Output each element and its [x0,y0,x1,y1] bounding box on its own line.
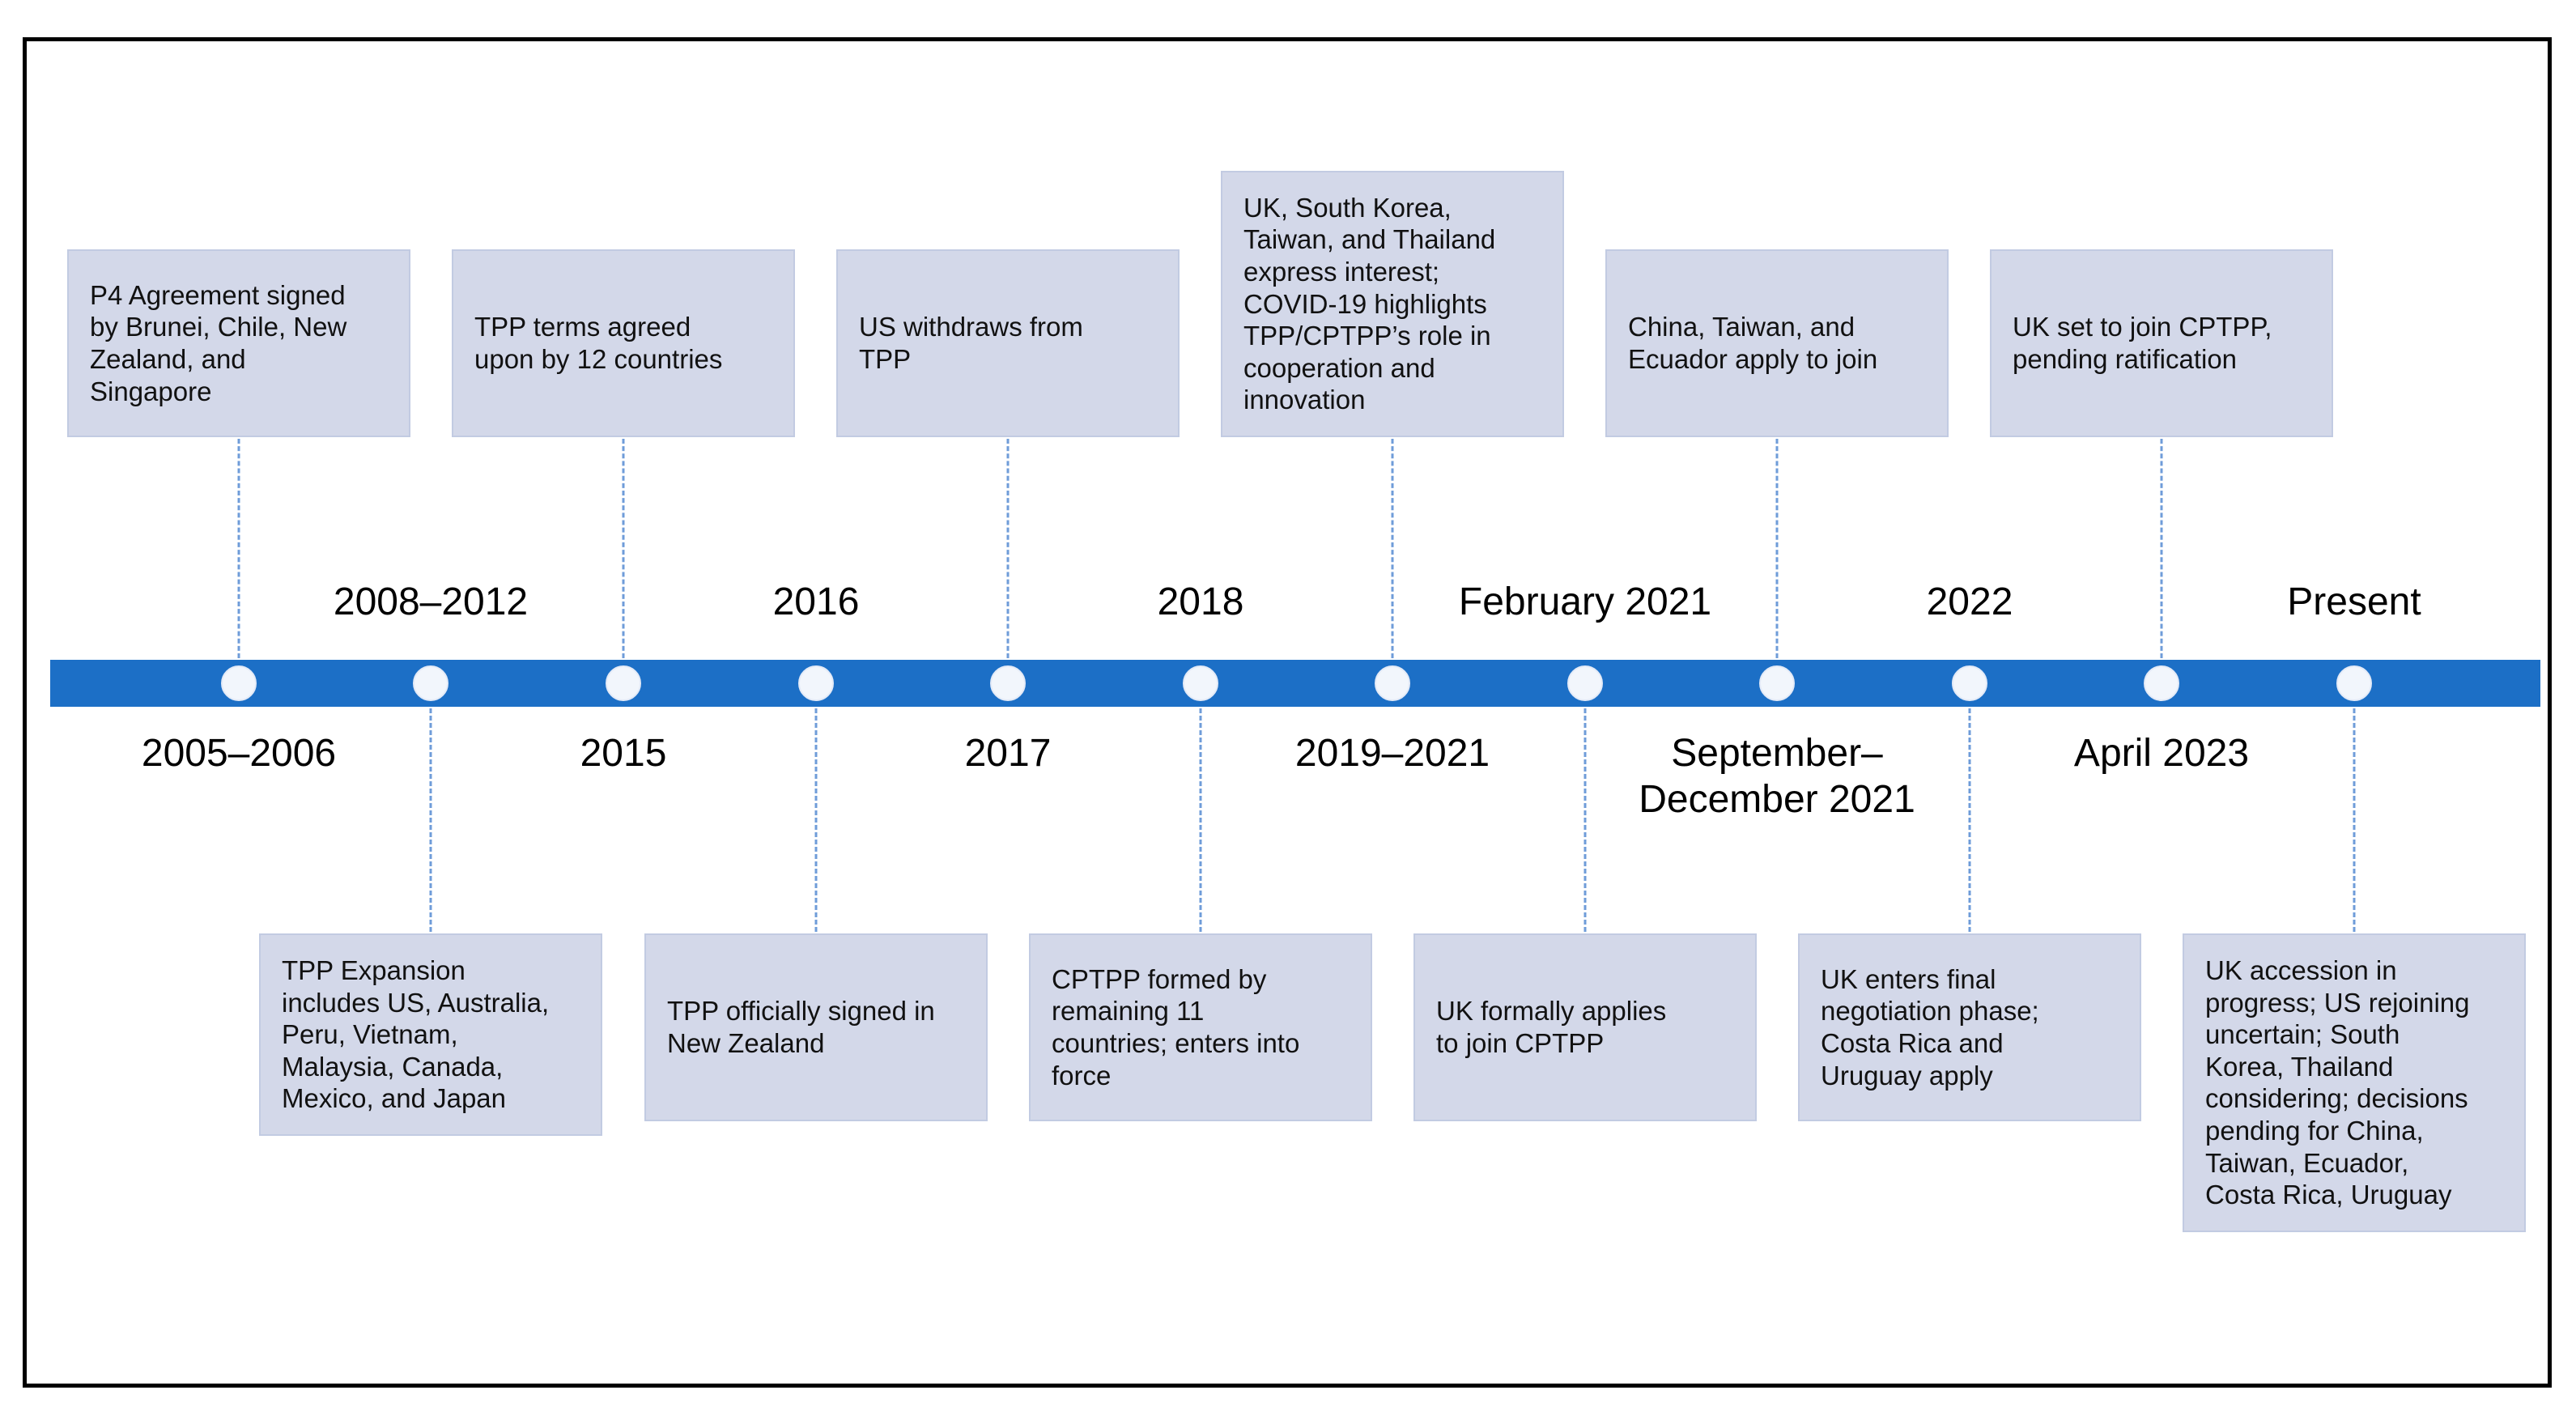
date-label: 2017 [964,732,1052,775]
date-label: 2016 [772,580,860,623]
connector-line [1006,439,1010,658]
timeline-dot [1952,665,1987,701]
date-label: April 2023 [2073,732,2250,775]
connector-line [237,439,240,658]
date-label: 2022 [1926,580,2013,623]
connector-line [429,708,432,932]
connector-line [814,708,818,932]
event-box: UK, South Korea, Taiwan, and Thailand ex… [1221,170,1564,437]
timeline-dot [1375,665,1410,701]
timeline-dot [413,665,448,701]
timeline-dot [1567,665,1603,701]
connector-line [1968,708,1971,932]
connector-line [1199,708,1202,932]
event-box: China, Taiwan, and Ecuador apply to join [1605,249,1949,437]
connector-line [622,439,625,658]
connector-line [2353,708,2356,932]
timeline-dot [221,665,257,701]
date-label: Present [2287,580,2421,623]
event-box: UK formally applies to join CPTPP [1413,933,1757,1121]
timeline-dot [2144,665,2179,701]
event-box: US withdraws from TPP [836,249,1180,437]
event-box: P4 Agreement signed by Brunei, Chile, Ne… [67,249,410,437]
timeline-dot [1183,665,1218,701]
timeline-dot [990,665,1026,701]
timeline-dot [798,665,834,701]
event-box: TPP Expansion includes US, Australia, Pe… [259,933,602,1136]
event-box: TPP officially signed in New Zealand [644,933,988,1121]
date-label: 2008–2012 [333,580,529,623]
connector-line [2160,439,2163,658]
date-label: 2019–2021 [1294,732,1490,775]
event-box: UK set to join CPTPP, pending ratificati… [1990,249,2333,437]
connector-line [1391,439,1394,658]
date-label: 2005–2006 [141,732,337,775]
connector-line [1583,708,1587,932]
event-box: UK accession in progress; US rejoining u… [2183,933,2526,1232]
connector-line [1775,439,1779,658]
timeline-dot [2336,665,2372,701]
timeline-dot [1759,665,1795,701]
date-label: February 2021 [1458,580,1712,623]
event-box: CPTPP formed by remaining 11 countries; … [1029,933,1372,1121]
date-label: 2018 [1157,580,1244,623]
frame-border [23,37,2552,1388]
timeline-dot [606,665,641,701]
event-box: TPP terms agreed upon by 12 countries [452,249,795,437]
timeline-bar [50,660,2540,707]
event-box: UK enters final negotiation phase; Costa… [1798,933,2141,1121]
date-label: 2015 [580,732,667,775]
date-label: September– December 2021 [1639,732,1915,821]
